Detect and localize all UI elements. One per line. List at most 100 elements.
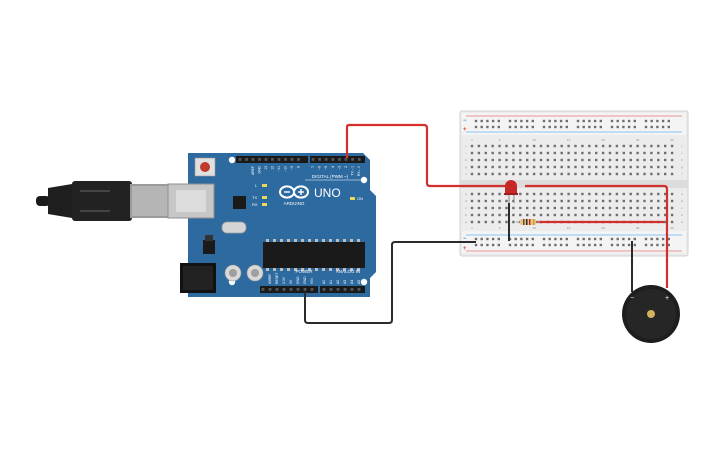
breadboard-hole[interactable] bbox=[565, 125, 568, 129]
breadboard-hole[interactable] bbox=[480, 237, 483, 241]
breadboard-hole[interactable] bbox=[667, 119, 670, 123]
breadboard-hole[interactable] bbox=[491, 172, 494, 176]
breadboard-hole[interactable] bbox=[554, 119, 557, 123]
breadboard-hole[interactable] bbox=[644, 237, 648, 241]
header-pin-hole[interactable] bbox=[271, 158, 274, 161]
breadboard-hole[interactable] bbox=[560, 213, 563, 217]
breadboard-hole[interactable] bbox=[484, 213, 487, 217]
breadboard-hole[interactable] bbox=[480, 243, 483, 247]
breadboard-hole[interactable] bbox=[657, 206, 660, 210]
breadboard-hole[interactable] bbox=[546, 213, 550, 217]
breadboard-hole[interactable] bbox=[657, 213, 660, 217]
breadboard-hole[interactable] bbox=[470, 213, 474, 217]
breadboard-hole[interactable] bbox=[497, 237, 500, 241]
breadboard-hole[interactable] bbox=[601, 199, 605, 203]
breadboard-hole[interactable] bbox=[548, 125, 551, 129]
breadboard-hole[interactable] bbox=[505, 172, 508, 176]
breadboard-hole[interactable] bbox=[560, 172, 563, 176]
breadboard-hole[interactable] bbox=[520, 125, 523, 129]
breadboard-hole[interactable] bbox=[581, 213, 584, 217]
breadboard-hole[interactable] bbox=[512, 165, 515, 169]
header-pin-hole[interactable] bbox=[329, 288, 333, 291]
breadboard-hole[interactable] bbox=[650, 206, 653, 210]
breadboard-hole[interactable] bbox=[657, 199, 660, 203]
breadboard-hole[interactable] bbox=[643, 151, 646, 155]
breadboard-hole[interactable] bbox=[567, 172, 570, 176]
breadboard-hole[interactable] bbox=[657, 192, 660, 196]
usb-cable[interactable] bbox=[36, 181, 170, 221]
breadboard-hole[interactable] bbox=[519, 199, 522, 203]
breadboard-hole[interactable] bbox=[553, 206, 556, 210]
breadboard-hole[interactable] bbox=[531, 119, 534, 123]
breadboard-hole[interactable] bbox=[484, 192, 487, 196]
breadboard-hole[interactable] bbox=[532, 192, 536, 196]
header-pin-hole[interactable] bbox=[251, 158, 255, 161]
breadboard-hole[interactable] bbox=[608, 165, 612, 169]
breadboard-hole[interactable] bbox=[512, 144, 515, 148]
breadboard-hole[interactable] bbox=[505, 165, 508, 169]
breadboard-hole[interactable] bbox=[629, 165, 632, 169]
breadboard-hole[interactable] bbox=[657, 165, 660, 169]
breadboard-hole[interactable] bbox=[661, 243, 665, 247]
breadboard-hole[interactable] bbox=[644, 243, 648, 247]
breadboard-hole[interactable] bbox=[670, 151, 674, 155]
breadboard-hole[interactable] bbox=[477, 165, 481, 169]
breadboard-hole[interactable] bbox=[474, 237, 478, 241]
breadboard-hole[interactable] bbox=[616, 119, 619, 123]
breadboard-hole[interactable] bbox=[595, 213, 598, 217]
wire-red-resistor-to-buzzer[interactable] bbox=[525, 184, 669, 288]
breadboard-hole[interactable] bbox=[664, 199, 667, 203]
breadboard-hole[interactable] bbox=[526, 158, 529, 162]
breadboard-hole[interactable] bbox=[512, 172, 515, 176]
breadboard-hole[interactable] bbox=[539, 199, 543, 203]
breadboard-hole[interactable] bbox=[470, 192, 474, 196]
breadboard-hole[interactable] bbox=[615, 172, 619, 176]
breadboard-hole[interactable] bbox=[650, 199, 653, 203]
breadboard-hole[interactable] bbox=[539, 172, 543, 176]
breadboard-hole[interactable] bbox=[636, 192, 639, 196]
breadboard-hole[interactable] bbox=[505, 206, 508, 210]
breadboard-hole[interactable] bbox=[670, 172, 674, 176]
header-pin-hole[interactable] bbox=[275, 288, 279, 291]
breadboard-hole[interactable] bbox=[650, 151, 653, 155]
breadboard-hole[interactable] bbox=[477, 206, 481, 210]
breadboard-hole[interactable] bbox=[595, 199, 598, 203]
breadboard-hole[interactable] bbox=[610, 243, 614, 247]
breadboard-hole[interactable] bbox=[599, 243, 602, 247]
breadboard-hole[interactable] bbox=[657, 172, 660, 176]
breadboard-hole[interactable] bbox=[657, 144, 660, 148]
breadboard-hole[interactable] bbox=[539, 206, 543, 210]
breadboard-hole[interactable] bbox=[581, 199, 584, 203]
breadboard-hole[interactable] bbox=[567, 192, 570, 196]
breadboard-hole[interactable] bbox=[608, 192, 612, 196]
breadboard-hole[interactable] bbox=[643, 144, 646, 148]
breadboard-hole[interactable] bbox=[514, 119, 517, 123]
header-pin-hole[interactable] bbox=[336, 288, 340, 291]
breadboard-hole[interactable] bbox=[525, 119, 529, 123]
breadboard-hole[interactable] bbox=[526, 165, 529, 169]
breadboard-hole[interactable] bbox=[588, 144, 591, 148]
breadboard-hole[interactable] bbox=[486, 243, 489, 247]
breadboard-hole[interactable] bbox=[581, 144, 584, 148]
breadboard-hole[interactable] bbox=[661, 125, 665, 129]
breadboard-hole[interactable] bbox=[629, 158, 632, 162]
breadboard-hole[interactable] bbox=[548, 237, 551, 241]
breadboard-hole[interactable] bbox=[601, 144, 605, 148]
breadboard-hole[interactable] bbox=[615, 144, 619, 148]
breadboard-hole[interactable] bbox=[491, 158, 494, 162]
breadboard-hole[interactable] bbox=[526, 213, 529, 217]
breadboard-hole[interactable] bbox=[477, 220, 481, 224]
breadboard-hole[interactable] bbox=[650, 158, 653, 162]
breadboard-hole[interactable] bbox=[629, 192, 632, 196]
breadboard-hole[interactable] bbox=[508, 125, 512, 129]
breadboard-hole[interactable] bbox=[505, 144, 508, 148]
header-pin-hole[interactable] bbox=[350, 288, 354, 291]
breadboard-hole[interactable] bbox=[491, 213, 494, 217]
breadboard-hole[interactable] bbox=[581, 206, 584, 210]
breadboard-hole[interactable] bbox=[505, 151, 508, 155]
breadboard-hole[interactable] bbox=[636, 144, 639, 148]
breadboard-hole[interactable] bbox=[601, 192, 605, 196]
breadboard-hole[interactable] bbox=[610, 125, 614, 129]
breadboard-hole[interactable] bbox=[667, 237, 670, 241]
